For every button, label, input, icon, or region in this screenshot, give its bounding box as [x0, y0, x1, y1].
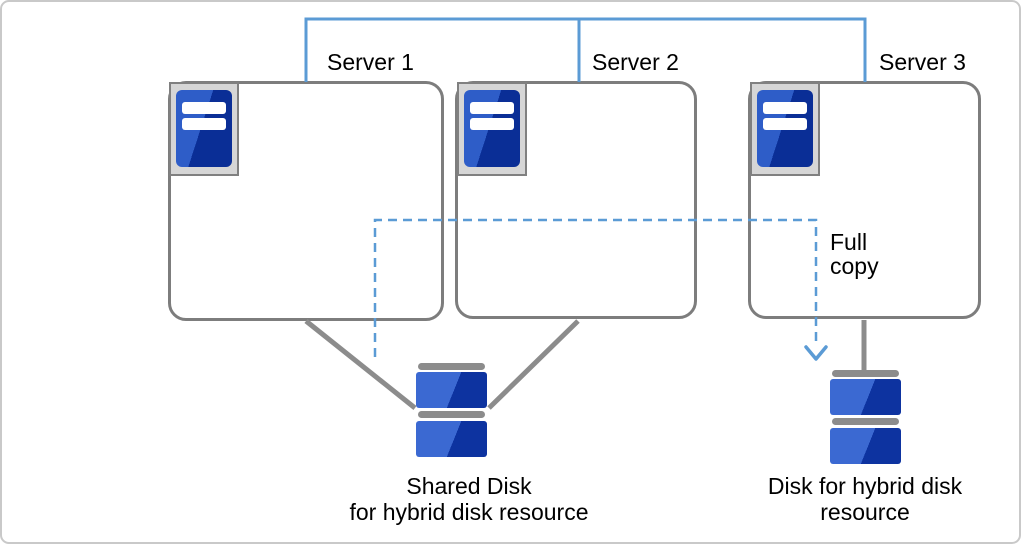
shared-disk-caption: Shared Disk for hybrid disk resource: [349, 473, 589, 525]
server-icon-panel: [464, 90, 520, 167]
disk-cap: [418, 363, 485, 370]
disk-cap: [418, 411, 485, 418]
arrow-down-icon: [804, 345, 828, 361]
server-icon-slot: [470, 102, 514, 114]
server-icon-slot: [470, 118, 514, 130]
server-icon-slot: [763, 118, 807, 130]
server-icon: [750, 82, 820, 176]
disk-plate: [830, 379, 901, 415]
server-icon-slot: [182, 118, 226, 130]
server-icon-slot: [763, 102, 807, 114]
server-icon-panel: [757, 90, 813, 167]
server-icon: [457, 82, 527, 176]
server-2-label: Server 2: [592, 49, 679, 75]
server-icon-slot: [182, 102, 226, 114]
disk-cap: [832, 370, 899, 377]
shared-disk-icon: [416, 362, 488, 457]
server-1-label: Server 1: [327, 49, 414, 75]
server-icon-panel: [176, 90, 232, 167]
disk-cap: [832, 418, 899, 425]
disk-plate: [416, 372, 487, 408]
full-copy-label: Full copy: [830, 229, 879, 279]
full-copy-dashed-line: [373, 218, 818, 357]
disk-plate: [830, 428, 901, 464]
disk-connector-lines: [304, 319, 867, 410]
hybrid-disk-caption: Disk for hybrid disk resource: [767, 473, 963, 525]
server-icon: [169, 82, 239, 176]
hybrid-disk-icon: [830, 369, 902, 464]
interconnect-line: [304, 17, 867, 82]
disk-plate: [416, 421, 487, 457]
server-3-label: Server 3: [879, 49, 966, 75]
